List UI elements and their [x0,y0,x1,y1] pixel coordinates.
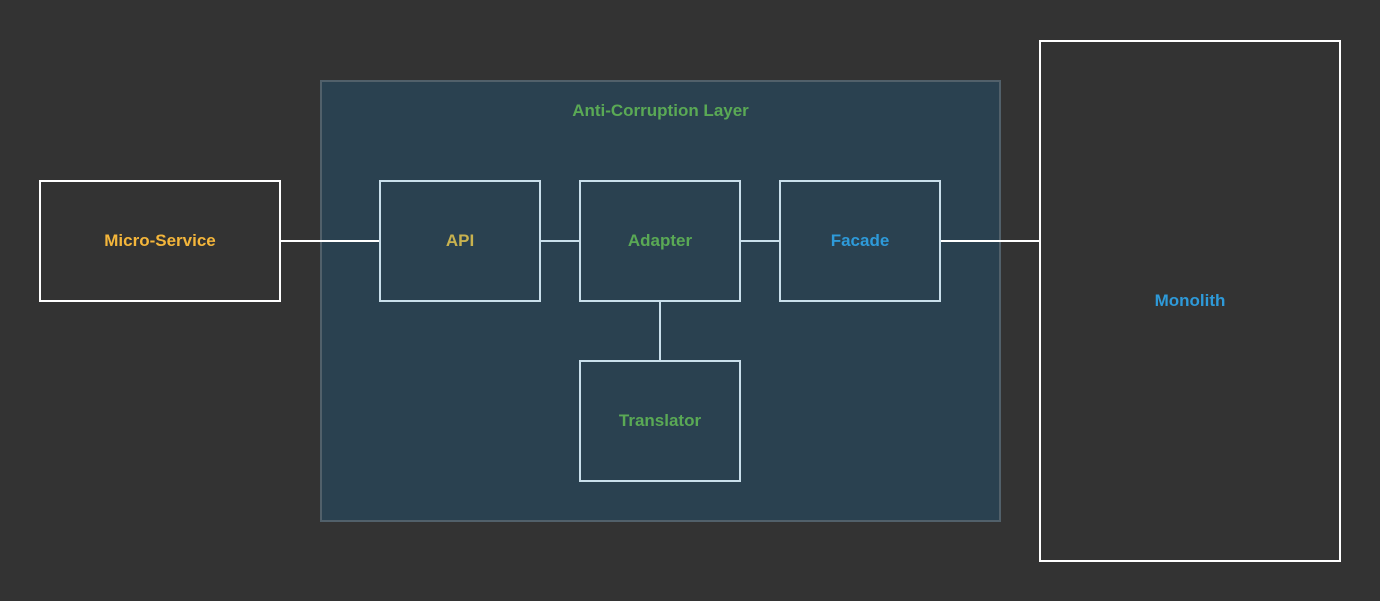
facade-label: Facade [830,231,890,250]
micro-service-label: Micro-Service [104,231,216,250]
adapter-label: Adapter [627,231,693,250]
translator-node[interactable]: Translator [579,360,741,482]
monolith-label: Monolith [1154,291,1226,310]
facade-node[interactable]: Facade [779,180,941,302]
translator-label: Translator [618,411,702,430]
anti-corruption-layer-title: Anti-Corruption Layer [572,101,749,120]
micro-service-node[interactable]: Micro-Service [39,180,281,302]
monolith-node[interactable]: Monolith [1039,40,1341,562]
api-label: API [445,231,475,250]
adapter-node[interactable]: Adapter [579,180,741,302]
api-node[interactable]: API [379,180,541,302]
